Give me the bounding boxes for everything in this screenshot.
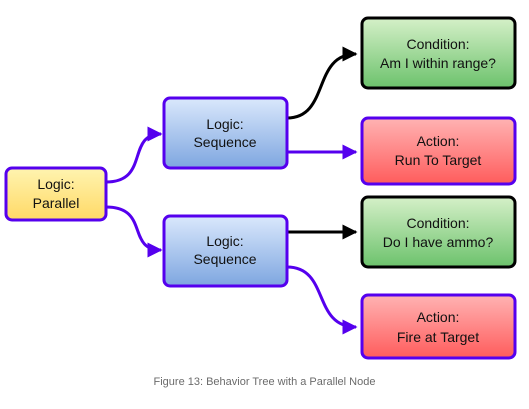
figure-caption: Figure 13: Behavior Tree with a Parallel… [153, 376, 376, 388]
node-condition-ammo-line1: Condition: [406, 215, 469, 231]
edges [105, 46, 358, 335]
node-logic-parallel-line2: Parallel [33, 195, 80, 211]
node-action-fire-line1: Action: [417, 309, 460, 325]
node-action-run-line2: Run To Target [395, 152, 482, 168]
node-logic-parallel: Logic: Parallel [4, 166, 108, 222]
node-logic-sequence-top-line1: Logic: [206, 116, 243, 132]
node-condition-range: Condition: Am I within range? [360, 16, 517, 90]
node-logic-parallel-line1: Logic: [37, 176, 74, 192]
edge-sequence-top-to-condition-range [286, 46, 358, 120]
node-action-fire: Action: Fire at Target [360, 293, 517, 360]
edge-parallel-to-sequence-top [105, 126, 163, 184]
node-condition-range-line1: Condition: [406, 36, 469, 52]
node-logic-sequence-bottom-line1: Logic: [206, 233, 243, 249]
node-logic-sequence-top-line2: Sequence [193, 134, 256, 150]
node-action-run: Action: Run To Target [360, 116, 517, 186]
node-logic-sequence-bottom-line2: Sequence [193, 251, 256, 267]
edge-sequence-bottom-to-action-fire [286, 265, 358, 335]
edge-parallel-to-sequence-bottom [105, 205, 163, 258]
node-condition-ammo: Condition: Do I have ammo? [360, 195, 517, 269]
node-action-fire-line2: Fire at Target [397, 329, 479, 345]
node-condition-range-line2: Am I within range? [380, 55, 496, 71]
node-action-run-line1: Action: [417, 133, 460, 149]
node-logic-sequence-bottom: Logic: Sequence [162, 214, 289, 288]
node-logic-sequence-top: Logic: Sequence [162, 96, 289, 170]
node-condition-ammo-line2: Do I have ammo? [383, 234, 494, 250]
